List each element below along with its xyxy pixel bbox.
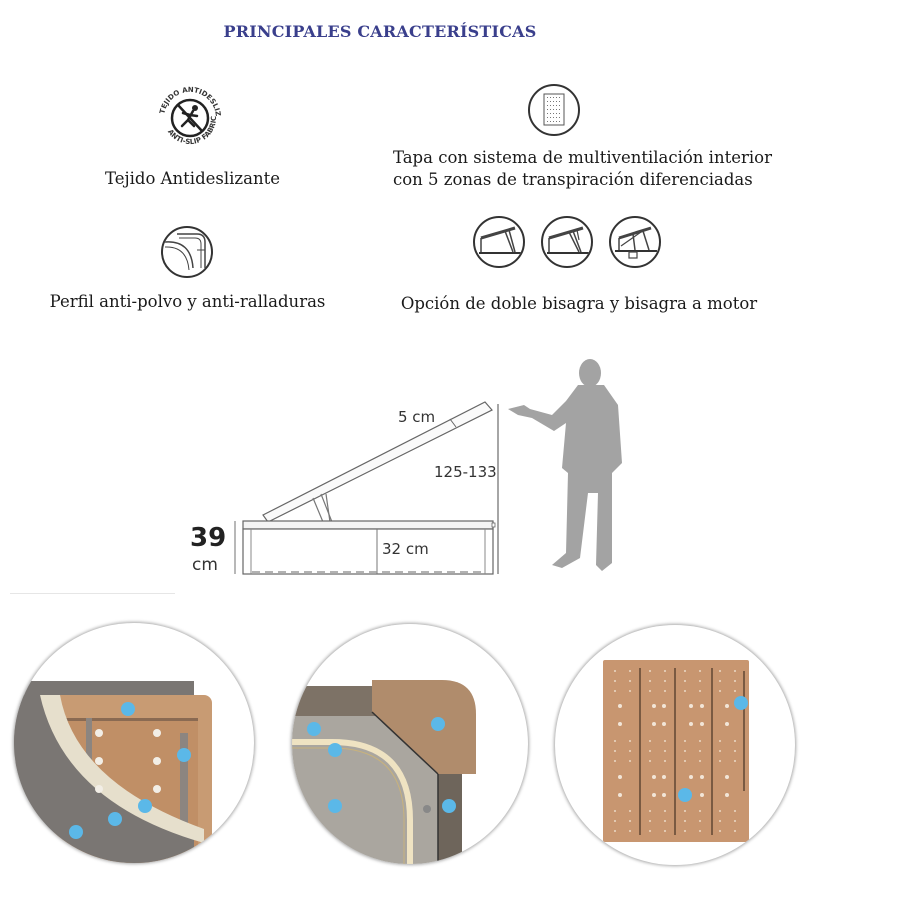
marker-dot[interactable]: [431, 717, 445, 731]
inner-depth-label: 32 cm: [382, 540, 429, 558]
corner-detail-photo-2: [292, 624, 528, 864]
marker-dot[interactable]: [121, 702, 135, 716]
ventilated-panel-icon: [528, 84, 580, 136]
total-height-unit: cm: [192, 555, 218, 575]
metal-strip: [180, 733, 188, 833]
ventilation-label-line1: Tapa con sistema de multiventilación int…: [393, 148, 772, 167]
marker-dot[interactable]: [734, 696, 748, 710]
bed-dimension-diagram: [180, 390, 510, 590]
marker-dot[interactable]: [69, 825, 83, 839]
double-hinge-icon: [473, 216, 525, 268]
anti-slip-fabric-icon: TEJIDO ANTIDESLIZANTE ANTI-SLIP FABRIC: [147, 72, 222, 146]
ventilated-base-photo: [555, 625, 795, 865]
anti-slip-label: Tejido Antideslizante: [105, 169, 280, 188]
anti-slip-feature: TEJIDO ANTIDESLIZANTE ANTI-SLIP FABRIC: [147, 72, 230, 158]
marker-dot[interactable]: [177, 748, 191, 762]
profile-label: Perfil anti-polvo y anti-ralladuras: [49, 292, 326, 311]
svg-text:TEJIDO ANTIDESLIZANTE: TEJIDO ANTIDESLIZANTE: [150, 78, 222, 117]
double-hinge-alt-icon: [541, 216, 593, 268]
page-title: PRINCIPALES CARACTERÍSTICAS: [223, 22, 537, 41]
total-height-value: 39: [190, 523, 227, 553]
marker-dot[interactable]: [328, 743, 342, 757]
open-height-label: 125-133: [434, 463, 497, 481]
hinges-label: Opción de doble bisagra y bisagra a moto…: [400, 294, 758, 313]
ventilation-label-line2: con 5 zonas de transpiración diferenciad…: [393, 170, 753, 189]
motor-hinge-icon: [609, 216, 661, 268]
ventilation-label: Tapa con sistema de multiventilación int…: [393, 147, 772, 191]
divider: [10, 593, 175, 594]
lid-thickness-label: 5 cm: [398, 408, 436, 426]
marker-dot[interactable]: [138, 799, 152, 813]
person-silhouette: [500, 353, 625, 578]
corner-profile-icon: [161, 226, 213, 278]
marker-dot[interactable]: [678, 788, 692, 802]
corner-detail-photo-1: [14, 623, 254, 863]
marker-dot[interactable]: [307, 722, 321, 736]
marker-dot[interactable]: [108, 812, 122, 826]
marker-dot[interactable]: [328, 799, 342, 813]
marker-dot[interactable]: [442, 799, 456, 813]
